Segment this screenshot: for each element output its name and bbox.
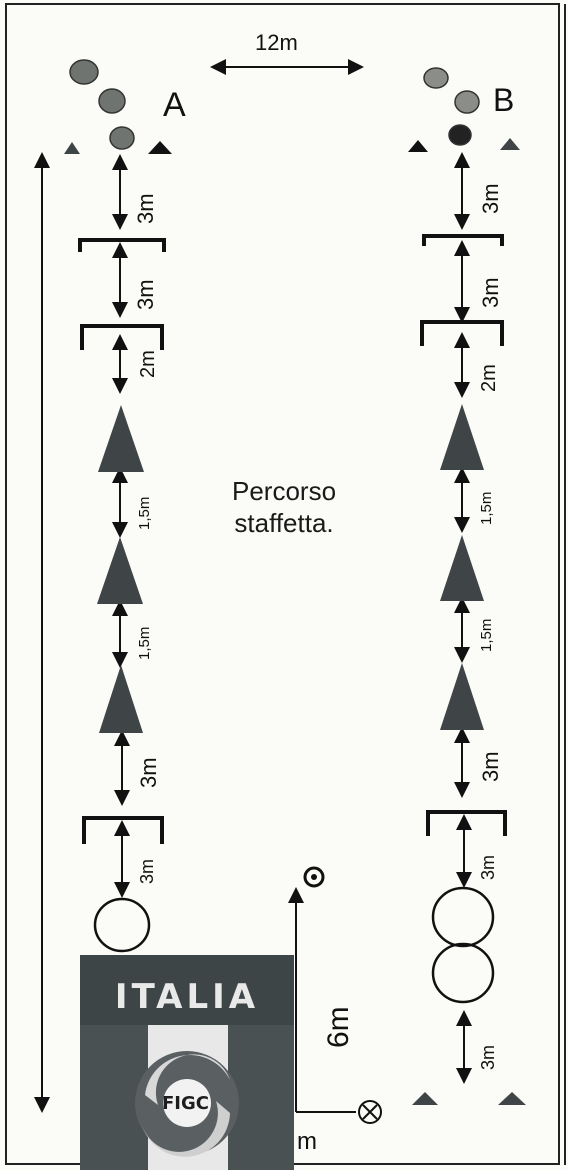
- distance-label: 1,5m: [136, 496, 153, 530]
- bottom-fragment: m: [297, 1128, 317, 1155]
- cone-icon: [98, 405, 144, 472]
- ring-icon: [431, 886, 495, 948]
- cone-icon: [440, 535, 484, 601]
- cone-icon: [500, 138, 520, 150]
- distance-label: 2m: [478, 364, 500, 392]
- team-b-label: B: [493, 82, 515, 118]
- right-cones: [440, 404, 484, 730]
- course-title: Percorso staffetta.: [232, 476, 337, 538]
- ring-icon: [93, 897, 151, 953]
- hurdle-icon: [80, 324, 164, 350]
- ring-icon: [431, 942, 495, 1004]
- distance-label: 3m: [136, 757, 161, 788]
- crest-subtitle: FIGC: [162, 1093, 209, 1114]
- distance-label: 3m: [478, 854, 498, 880]
- ball-icon: [69, 59, 99, 85]
- side-distance-label: 6m: [322, 1006, 355, 1048]
- distance-label: 3m: [478, 751, 503, 782]
- cone-icon: [408, 140, 428, 152]
- cone-icon: [99, 665, 143, 733]
- distance-label: 1,5m: [136, 626, 153, 660]
- hurdle-icon: [420, 320, 504, 346]
- team-a-balls: [69, 59, 135, 150]
- distance-label: 3m: [133, 193, 158, 224]
- distance-label: 3m: [137, 858, 157, 884]
- left-cones: [97, 405, 144, 733]
- hurdle-icon: [422, 234, 504, 246]
- cone-icon: [498, 1092, 526, 1105]
- team-b-balls: [423, 67, 480, 146]
- distance-label: 3m: [478, 1044, 498, 1070]
- ball-icon: [98, 88, 126, 114]
- width-label: 12m: [255, 30, 298, 55]
- distance-label: 3m: [133, 279, 158, 310]
- ball-icon: [109, 126, 135, 150]
- cone-icon: [64, 142, 80, 154]
- ball-icon: [454, 90, 480, 114]
- ball-icon: [423, 67, 449, 89]
- cone-icon: [440, 663, 484, 730]
- distance-label: 1,5m: [478, 491, 495, 525]
- distance-label: 3m: [478, 183, 503, 214]
- team-a-label: A: [163, 86, 186, 124]
- ball-icon: [448, 124, 472, 146]
- left-lane: [78, 154, 166, 953]
- cone-icon: [440, 404, 484, 470]
- figc-crest-logo: ITALIA FIGC: [80, 955, 294, 1170]
- crest-emblem: [80, 1025, 294, 1170]
- cone-icon: [412, 1092, 438, 1105]
- hurdle-icon: [82, 816, 164, 844]
- ball-icon: [303, 866, 325, 888]
- distance-label: 2m: [137, 350, 159, 378]
- cone-icon: [148, 141, 172, 154]
- right-lane: [420, 152, 507, 1084]
- target-icon: [358, 1100, 382, 1124]
- start-cones: [64, 138, 526, 1105]
- distance-label: 1,5m: [478, 618, 495, 652]
- cone-icon: [97, 537, 143, 604]
- distance-label: 3m: [478, 277, 503, 308]
- crest-title: ITALIA: [114, 977, 260, 1017]
- hurdle-icon: [78, 238, 166, 252]
- hurdle-icon: [426, 810, 507, 836]
